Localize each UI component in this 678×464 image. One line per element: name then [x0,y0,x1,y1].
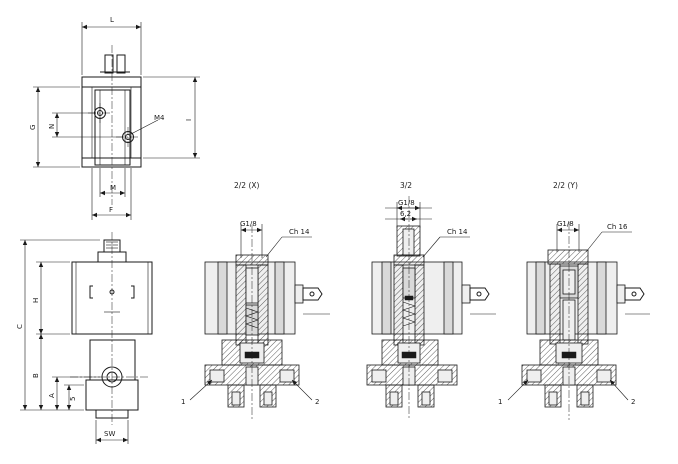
section-2-2-x: 2/2 (X) G1/8 Ch 14 [181,181,330,420]
hex-label: Ch 16 [607,223,628,231]
connector-tab [302,287,323,301]
connector-pin [116,54,126,74]
port-1-label: 1 [181,398,185,406]
dim-label-l: L [110,16,114,24]
coil-housing [71,261,153,335]
view-title: 2/2 (Y) [553,181,578,190]
dim-label-h: H [32,298,40,303]
dim-label-m4: M4 [154,114,165,122]
port-2-label: 2 [315,398,319,406]
hex-label: Ch 14 [289,228,310,236]
view-title: 2/2 (X) [234,181,260,190]
port-1-label: 1 [498,398,502,406]
dim-label-m: M [110,184,116,192]
dim-label-i: I [185,119,193,121]
fixing-nut [547,249,589,265]
thread-label: G1/8 [240,220,257,228]
view-title: 3/2 [400,181,412,190]
dim-label-5: 5 [69,397,77,401]
valve-body-outline [94,89,131,166]
thread-label: G1/8 [557,220,574,228]
dim-label-a: A [48,393,56,398]
section-2-2-y: 2/2 (Y) G1/8 Ch 16 [498,181,650,420]
front-view: C H B A 5 SW [16,232,153,444]
port-2-label: 2 [631,398,635,406]
thread-label: G1/8 [398,199,415,207]
dim-label-b: B [32,373,40,378]
dim-label-sw: SW [104,430,115,438]
connector-pin [104,54,114,74]
bore-label: 6,2 [400,210,411,218]
section-3-2: 3/2 G1/8 6,2 Ch 14 [366,181,496,420]
dim-label-g: G [29,125,37,130]
dim-label-f: F [109,206,113,214]
plan-view: L G N M4 I M F [29,16,200,220]
connector-tab [469,287,490,301]
dim-label-c: C [16,324,24,329]
dim-label-n: N [48,124,56,129]
hex-label: Ch 14 [447,228,468,236]
connector-tab [624,287,645,301]
coil-outline [81,76,142,168]
